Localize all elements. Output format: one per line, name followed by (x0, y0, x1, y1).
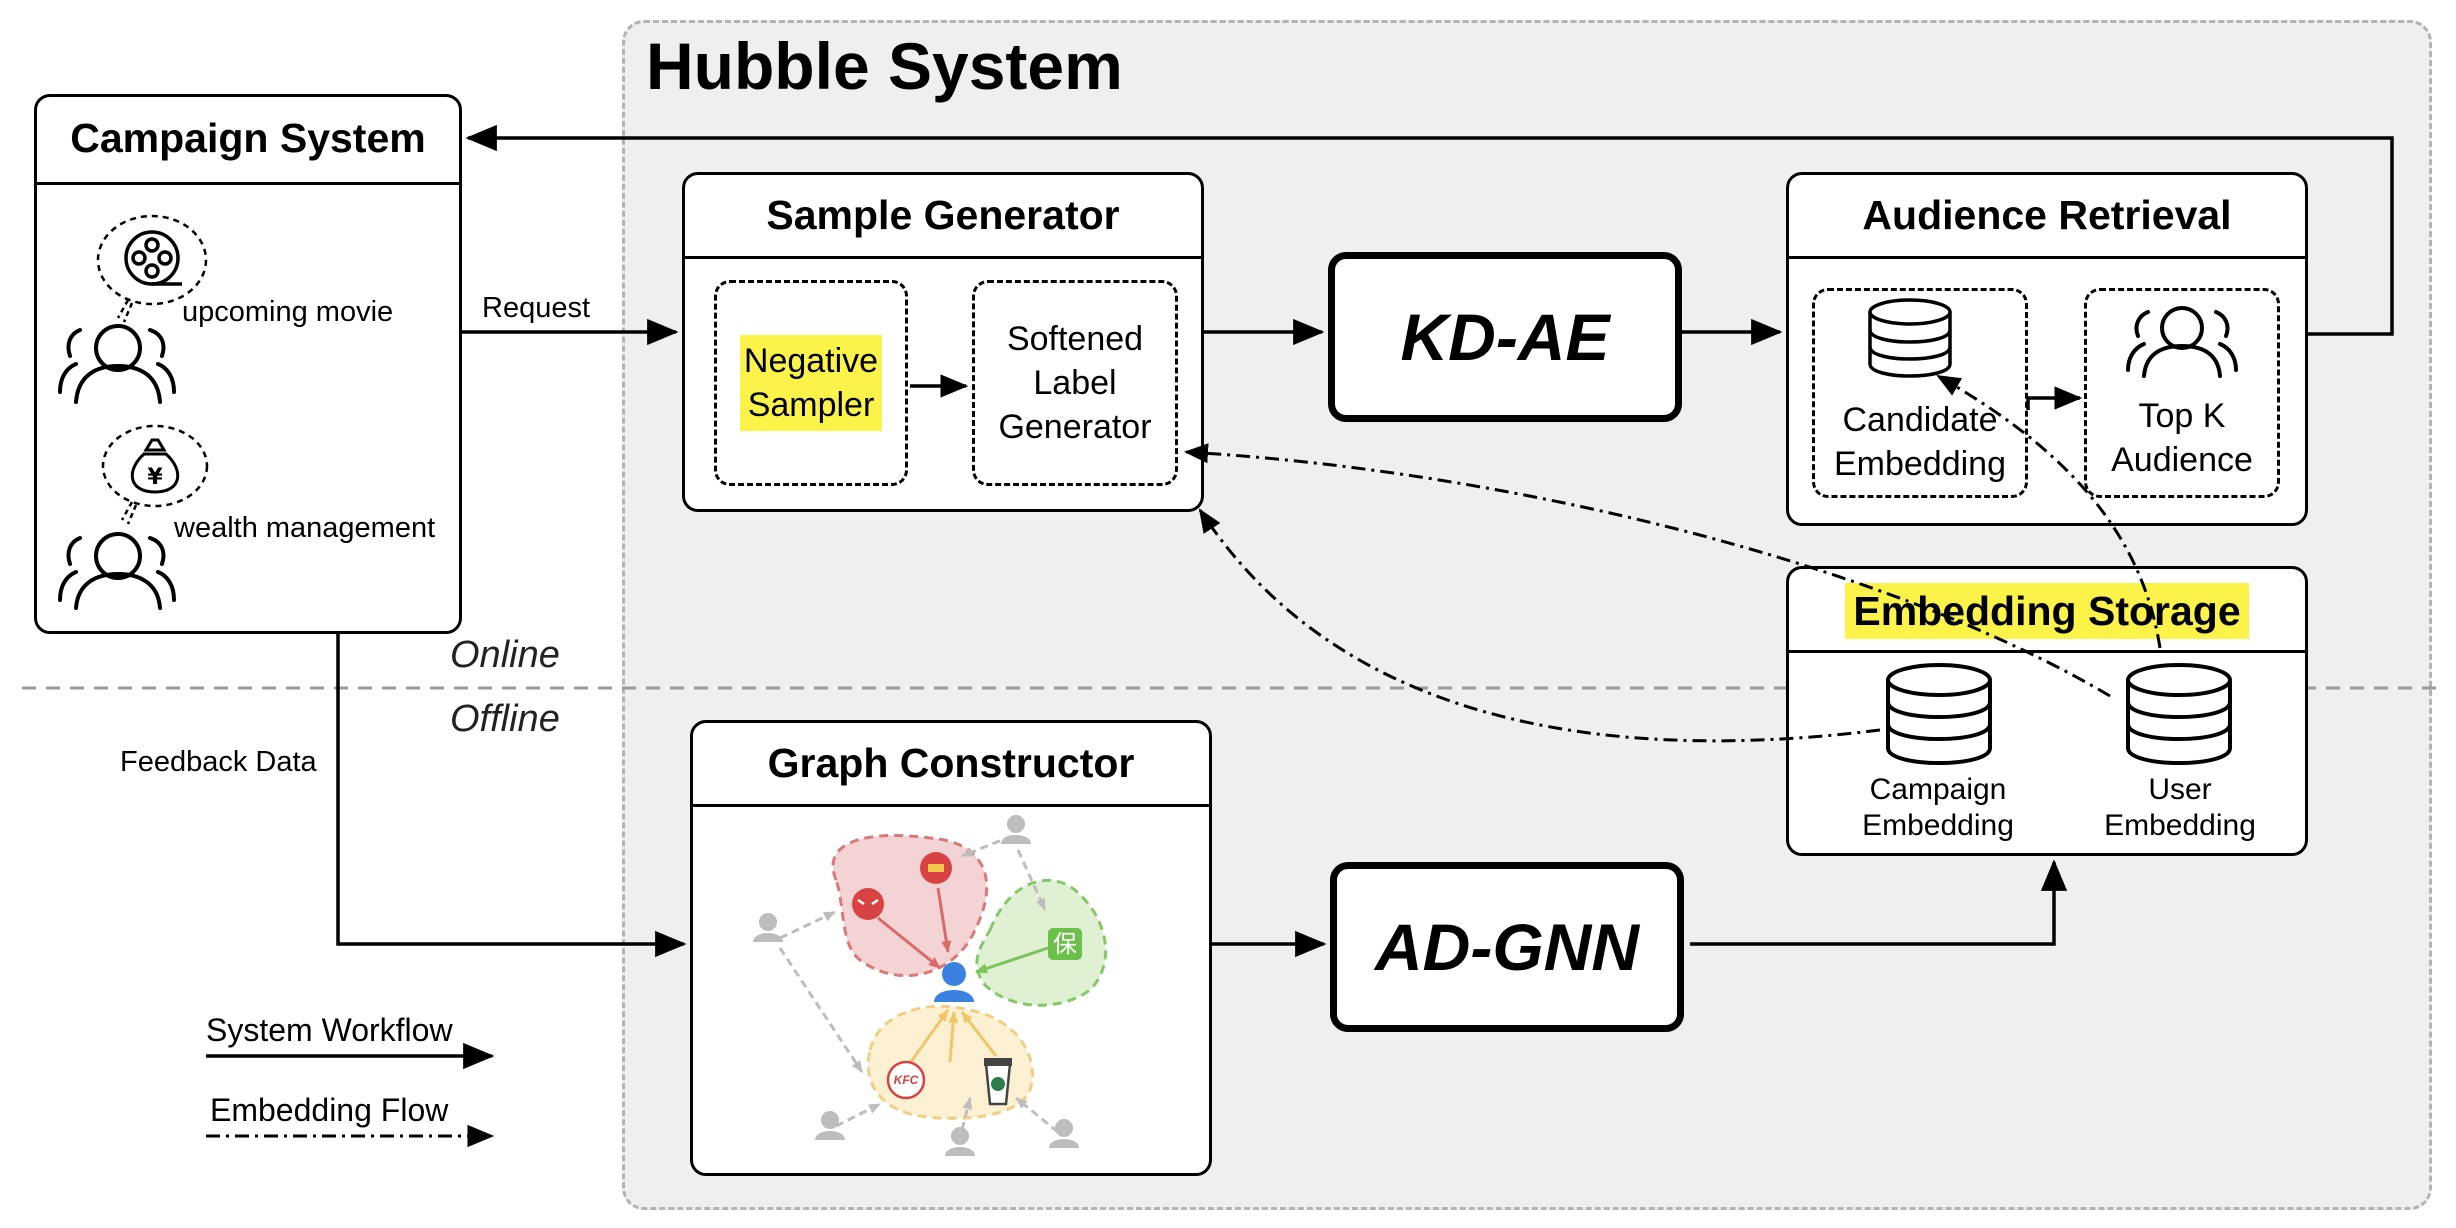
user-group-icon-1 (58, 324, 176, 404)
embedding-storage-module: Embedding Storage (1786, 566, 2308, 856)
online-label: Online (450, 634, 560, 676)
candidate-embedding-label: Candidate Embedding (1833, 401, 2006, 483)
user-emb-to-label-gen (1184, 443, 2111, 698)
user-emb-to-candidate (1936, 374, 2162, 649)
negative-sampler-line1: Negative (743, 342, 879, 380)
offline-label: Offline (450, 698, 560, 740)
legend-system-workflow-label: System Workflow (206, 1012, 453, 1048)
embedding-flow-arrows (206, 374, 2162, 1148)
money-thought-bubble (101, 424, 209, 525)
workflow-arrows (206, 124, 2394, 1070)
insurance-badge-icon (1048, 928, 1082, 960)
campaign-emb-to-label-gen (1198, 508, 1881, 743)
negative-sampler-box: Negative Sampler (714, 280, 908, 486)
candidate-to-topk-arrow (2026, 386, 2083, 410)
feedback-arrow (336, 634, 687, 958)
campaign-database-icon (1886, 663, 1992, 765)
candidate-database-icon (1868, 298, 1952, 378)
adgnn-to-storage-arrow (1690, 859, 2068, 946)
film-reel-icon (124, 230, 182, 286)
ad-gnn-model: AD-GNN (1330, 862, 1684, 1032)
hubble-system-title: Hubble System (646, 29, 1123, 103)
negative-sampler-line2: Sampler (747, 386, 875, 424)
label-generator-line2: Label (1033, 364, 1117, 402)
top-k-audience-label: Top K Audience (2111, 397, 2253, 479)
bubble-upcoming-movie: upcoming movie (182, 296, 394, 328)
kfc-badge-icon (886, 1060, 926, 1100)
label-generator-line3: Generator (998, 408, 1152, 446)
audience-retrieval-module: Audience Retrieval (1786, 172, 2308, 526)
insurance-badge-text: 保 (1053, 930, 1077, 958)
kd-ae-model: KD-AE (1328, 252, 1682, 422)
label-generator-line1: Softened (1006, 320, 1144, 358)
softened-label-generator-box: Softened Label Generator (972, 280, 1178, 486)
graph-constructor-title: Graph Constructor (693, 723, 1209, 807)
svg-text:¥: ¥ (147, 465, 163, 490)
hero-icon-2 (920, 852, 952, 884)
movie-thought-bubble (96, 214, 208, 323)
green-cluster (975, 878, 1108, 1007)
kfc-badge-text: KFC (893, 1073, 919, 1087)
top-k-audience-box (2084, 288, 2280, 498)
user-group-icon-2 (58, 532, 176, 610)
center-user-icon (934, 962, 974, 1002)
campaign-system-title: Campaign System (37, 97, 459, 185)
user-embedding-label: User Embedding (2104, 773, 2256, 842)
campaign-embedding-label: Campaign Embedding (1862, 773, 2014, 842)
embedding-storage-title-bar: Embedding Storage (1789, 569, 2305, 653)
audience-retrieval-title: Audience Retrieval (1789, 175, 2305, 259)
gray-user-icons (753, 815, 1079, 1156)
candidate-embedding-box (1812, 288, 2028, 498)
hero-icon-1 (852, 888, 884, 920)
request-label: Request (482, 292, 591, 324)
sample-generator-title: Sample Generator (685, 175, 1201, 259)
coffee-cup-icon (984, 1058, 1012, 1106)
retrieval-to-campaign-arrow (465, 124, 2394, 336)
feedback-data-label: Feedback Data (120, 746, 317, 778)
money-bag-icon: ¥ (130, 438, 180, 494)
audience-group-icon (2126, 306, 2238, 378)
user-database-icon (2126, 663, 2232, 765)
bubble-wealth-management: wealth management (174, 512, 436, 544)
legend-embedding-flow-label: Embedding Flow (210, 1092, 449, 1128)
embedding-storage-title: Embedding Storage (1845, 583, 2249, 639)
